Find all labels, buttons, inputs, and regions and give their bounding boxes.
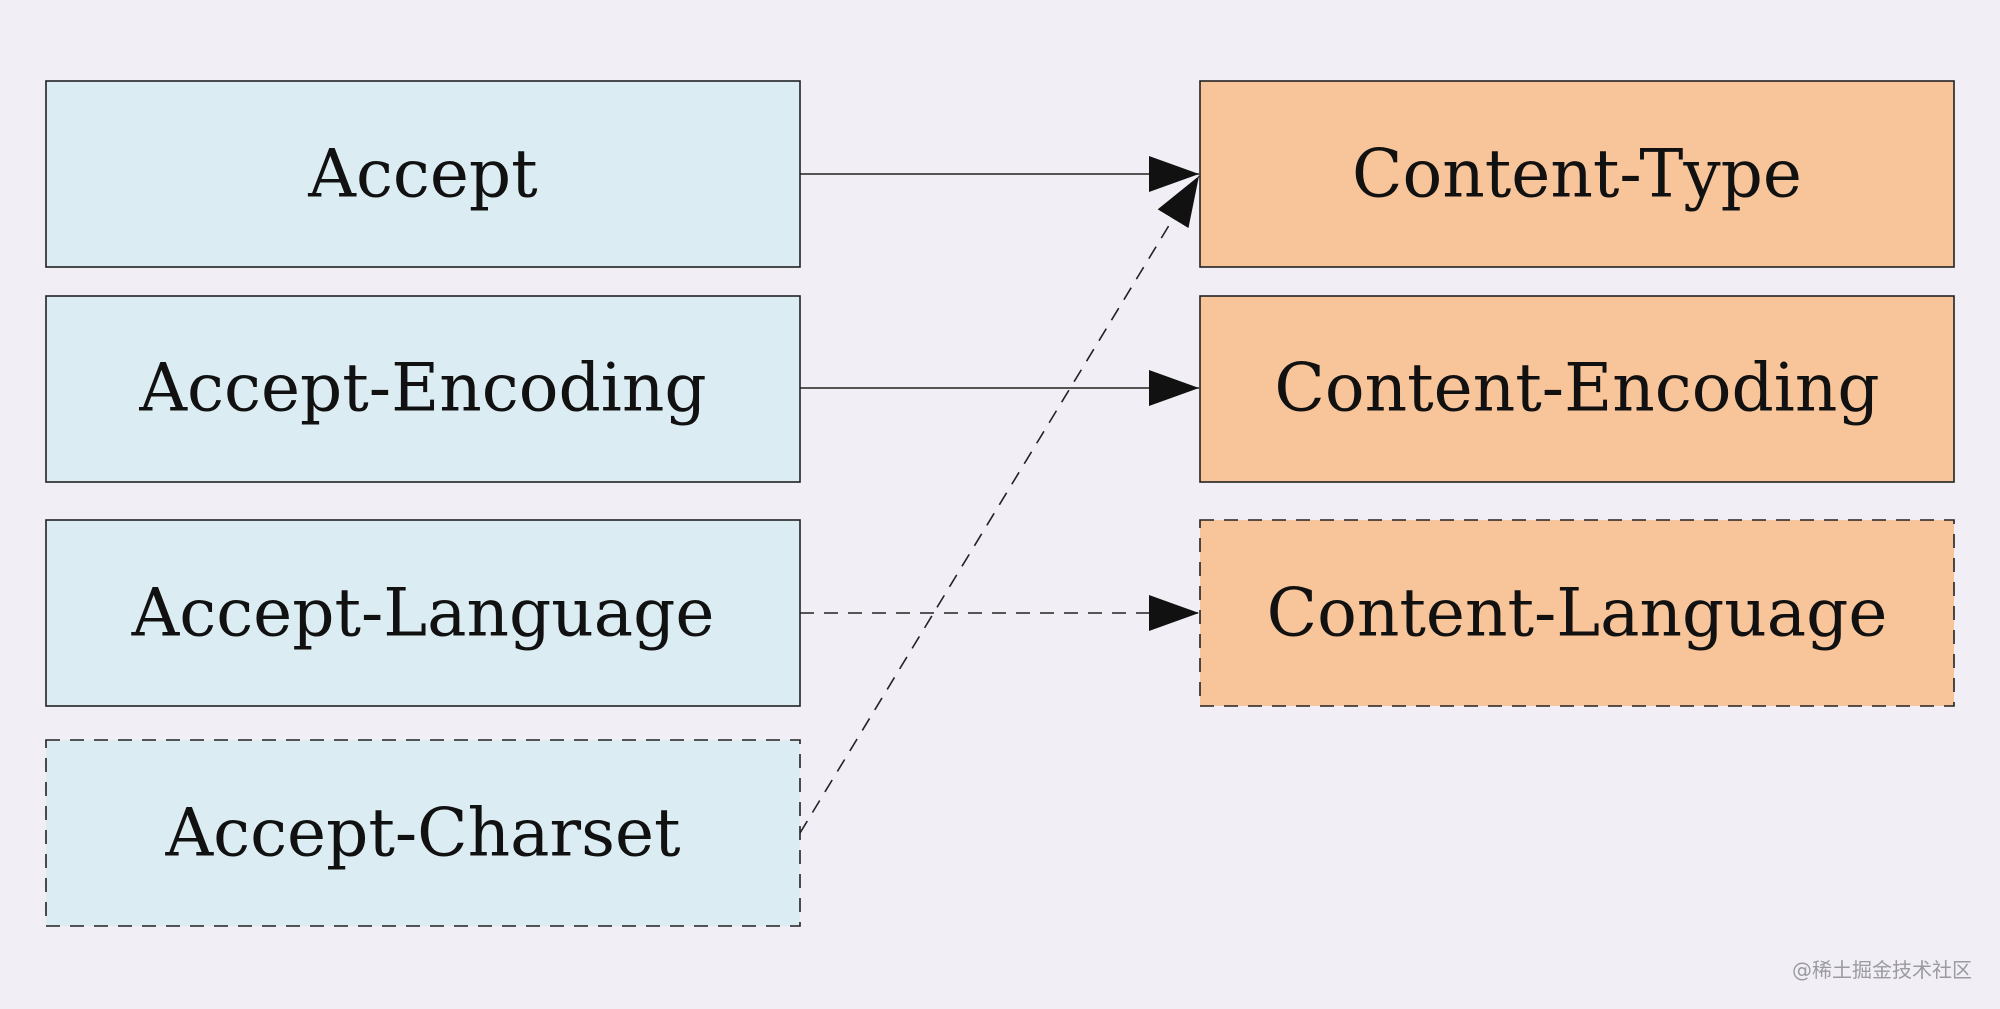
node-label: Accept <box>307 136 537 213</box>
request-headers: Accept Accept-Encoding Accept-Language A… <box>45 80 801 927</box>
node-accept: Accept <box>45 80 801 268</box>
edges <box>799 156 1200 834</box>
node-content-type: Content-Type <box>1199 80 1955 268</box>
node-label: Content-Language <box>1267 575 1888 652</box>
node-label: Content-Encoding <box>1274 350 1879 427</box>
edge-accept-charset-to-content-type <box>799 175 1200 834</box>
node-content-language: Content-Language <box>1199 519 1955 707</box>
node-accept-language: Accept-Language <box>45 519 801 707</box>
node-content-encoding: Content-Encoding <box>1199 295 1955 483</box>
node-label: Accept-Charset <box>164 795 680 872</box>
node-accept-encoding: Accept-Encoding <box>45 295 801 483</box>
node-label: Content-Type <box>1352 136 1802 213</box>
response-headers: Content-Type Content-Encoding Content-La… <box>1199 80 1955 707</box>
node-accept-charset: Accept-Charset <box>45 739 801 927</box>
watermark: @稀土掘金技术社区 <box>1792 958 1972 982</box>
node-label: Accept-Encoding <box>138 350 706 427</box>
node-label: Accept-Language <box>131 575 715 652</box>
